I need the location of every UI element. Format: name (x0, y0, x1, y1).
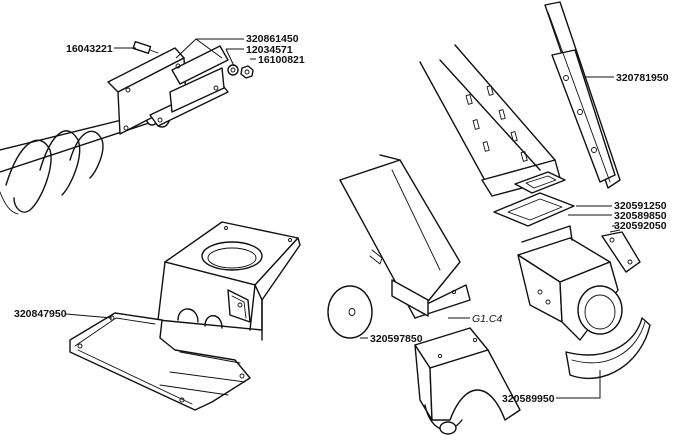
hopper-housing (157, 221, 301, 341)
mounting-plate (69, 312, 251, 411)
deflector-shield (565, 317, 651, 380)
label-16100821: 16100821 (258, 54, 305, 66)
bearing-bracket-assembly (107, 45, 229, 135)
bolt (132, 40, 159, 54)
label-320589950: 320589950 (502, 393, 555, 405)
label-320847950: 320847950 (14, 308, 67, 320)
gasket-frame (493, 171, 575, 227)
hinge-bracket (601, 231, 641, 273)
auger-flight (0, 130, 104, 215)
label-320597850: 320597850 (370, 333, 423, 345)
nut (240, 65, 254, 79)
rubber-flap (544, 1, 621, 189)
end-cap-disc (327, 285, 373, 339)
label-reference-g1c4: G1.C4 (472, 313, 503, 325)
label-320589850: 320589850 (614, 210, 667, 222)
label-320861450: 320861450 (246, 33, 299, 45)
label-12034571: 12034571 (246, 44, 293, 56)
label-320592050: 320592050 (614, 220, 667, 232)
leader-lines (65, 38, 621, 399)
label-320781950: 320781950 (616, 72, 669, 84)
discharge-tube (339, 154, 471, 319)
upper-chute (419, 44, 561, 197)
label-16043221: 16043221 (66, 43, 113, 55)
washer (227, 64, 239, 76)
label-320591250: 320591250 (614, 200, 667, 212)
spout-head (414, 327, 521, 435)
spout-elbow (517, 225, 623, 341)
